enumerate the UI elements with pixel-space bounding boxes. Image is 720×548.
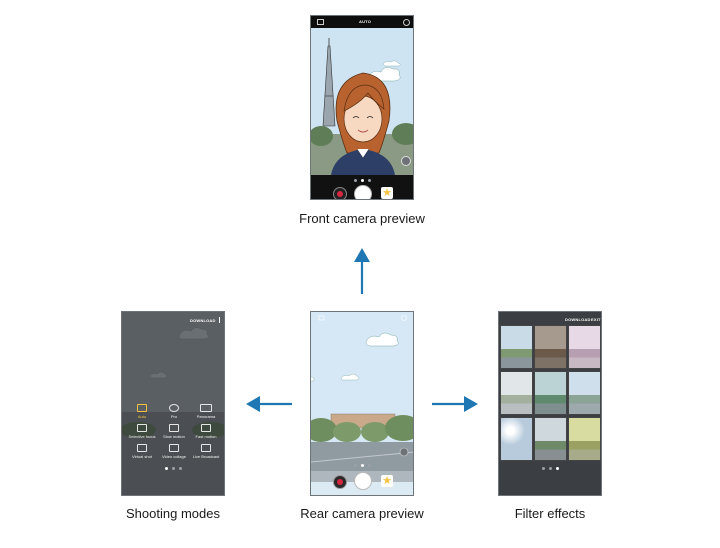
filter-effects-phone: DOWNLOAD EXIT xyxy=(498,311,602,496)
page-dot xyxy=(354,464,357,467)
filter-tile[interactable] xyxy=(568,371,601,415)
rear-camera-phone: ★ xyxy=(310,311,414,496)
filter-tile[interactable] xyxy=(534,325,567,369)
gear-icon[interactable] xyxy=(403,19,410,26)
mode-fast-motion[interactable]: Fast motion xyxy=(189,424,223,439)
filter-download-link[interactable]: DOWNLOAD xyxy=(565,317,591,322)
page-dot xyxy=(354,179,357,182)
shooting-modes-phone: DOWNLOAD Auto Pro Panorama Selective foc… xyxy=(121,311,225,496)
filter-tile[interactable] xyxy=(568,325,601,369)
filter-tile[interactable] xyxy=(568,417,601,461)
page-dot-active xyxy=(361,179,364,182)
page-dot xyxy=(172,467,175,470)
filter-tile[interactable] xyxy=(534,371,567,415)
front-mode-label: AUTO xyxy=(359,19,372,24)
filter-tile[interactable] xyxy=(534,417,567,461)
mode-pro[interactable]: Pro xyxy=(157,404,191,419)
caption-shooting-modes: Shooting modes xyxy=(126,506,220,521)
broadcast-icon xyxy=(201,444,211,452)
mode-auto[interactable]: Auto xyxy=(125,404,159,419)
shooting-download-link[interactable]: DOWNLOAD xyxy=(190,318,216,323)
rear-camera-scene xyxy=(311,312,413,495)
more-options-icon[interactable] xyxy=(219,317,220,323)
effects-star-button[interactable]: ★ xyxy=(381,187,393,199)
caption-front-camera: Front camera preview xyxy=(299,211,425,226)
shutter-button[interactable] xyxy=(354,185,372,199)
mode-panorama[interactable]: Panorama xyxy=(189,404,223,419)
slow-motion-icon xyxy=(169,424,179,432)
record-icon xyxy=(337,191,343,197)
page-dot xyxy=(368,179,371,182)
page-dot xyxy=(542,467,545,470)
mode-video-collage[interactable]: Video collage xyxy=(157,444,191,459)
front-camera-phone: AUTO ★ xyxy=(310,15,414,200)
shutter-button[interactable] xyxy=(354,472,372,490)
settings-icon-left[interactable] xyxy=(317,19,324,25)
arrow-right xyxy=(432,396,478,412)
arrow-left xyxy=(246,396,292,412)
page-dot-active xyxy=(361,464,364,467)
focus-icon xyxy=(137,424,147,432)
mode-live-broadcast[interactable]: Live Broadcast xyxy=(189,444,223,459)
effects-star-button[interactable]: ★ xyxy=(381,475,393,487)
camera-icon xyxy=(137,404,147,412)
record-button[interactable] xyxy=(333,187,347,199)
mode-virtual-shot[interactable]: Virtual shot xyxy=(125,444,159,459)
arrow-up xyxy=(354,248,370,294)
mode-slow-motion[interactable]: Slow motion xyxy=(157,424,191,439)
front-top-bar xyxy=(311,16,413,28)
switch-camera-icon[interactable] xyxy=(401,156,411,166)
page-dot xyxy=(368,464,371,467)
caption-filter-effects: Filter effects xyxy=(514,506,586,521)
mode-selective-focus[interactable]: Selective focus xyxy=(125,424,159,439)
page-dot-active xyxy=(556,467,559,470)
page-dot xyxy=(179,467,182,470)
fast-motion-icon xyxy=(201,424,211,432)
record-icon xyxy=(337,479,343,485)
panorama-icon xyxy=(200,404,212,412)
collage-icon xyxy=(169,444,179,452)
aperture-icon xyxy=(169,404,179,412)
filter-tile[interactable] xyxy=(500,417,533,461)
caption-rear-camera: Rear camera preview xyxy=(300,506,424,521)
page-dot-active xyxy=(165,467,168,470)
virtual-shot-icon xyxy=(137,444,147,452)
record-button[interactable] xyxy=(333,475,347,489)
filter-tile[interactable] xyxy=(500,371,533,415)
filter-tile[interactable] xyxy=(500,325,533,369)
filter-exit-link[interactable]: EXIT xyxy=(591,317,601,322)
page-dot xyxy=(549,467,552,470)
front-camera-scene xyxy=(311,28,413,175)
shooting-modes-scene xyxy=(122,312,224,495)
